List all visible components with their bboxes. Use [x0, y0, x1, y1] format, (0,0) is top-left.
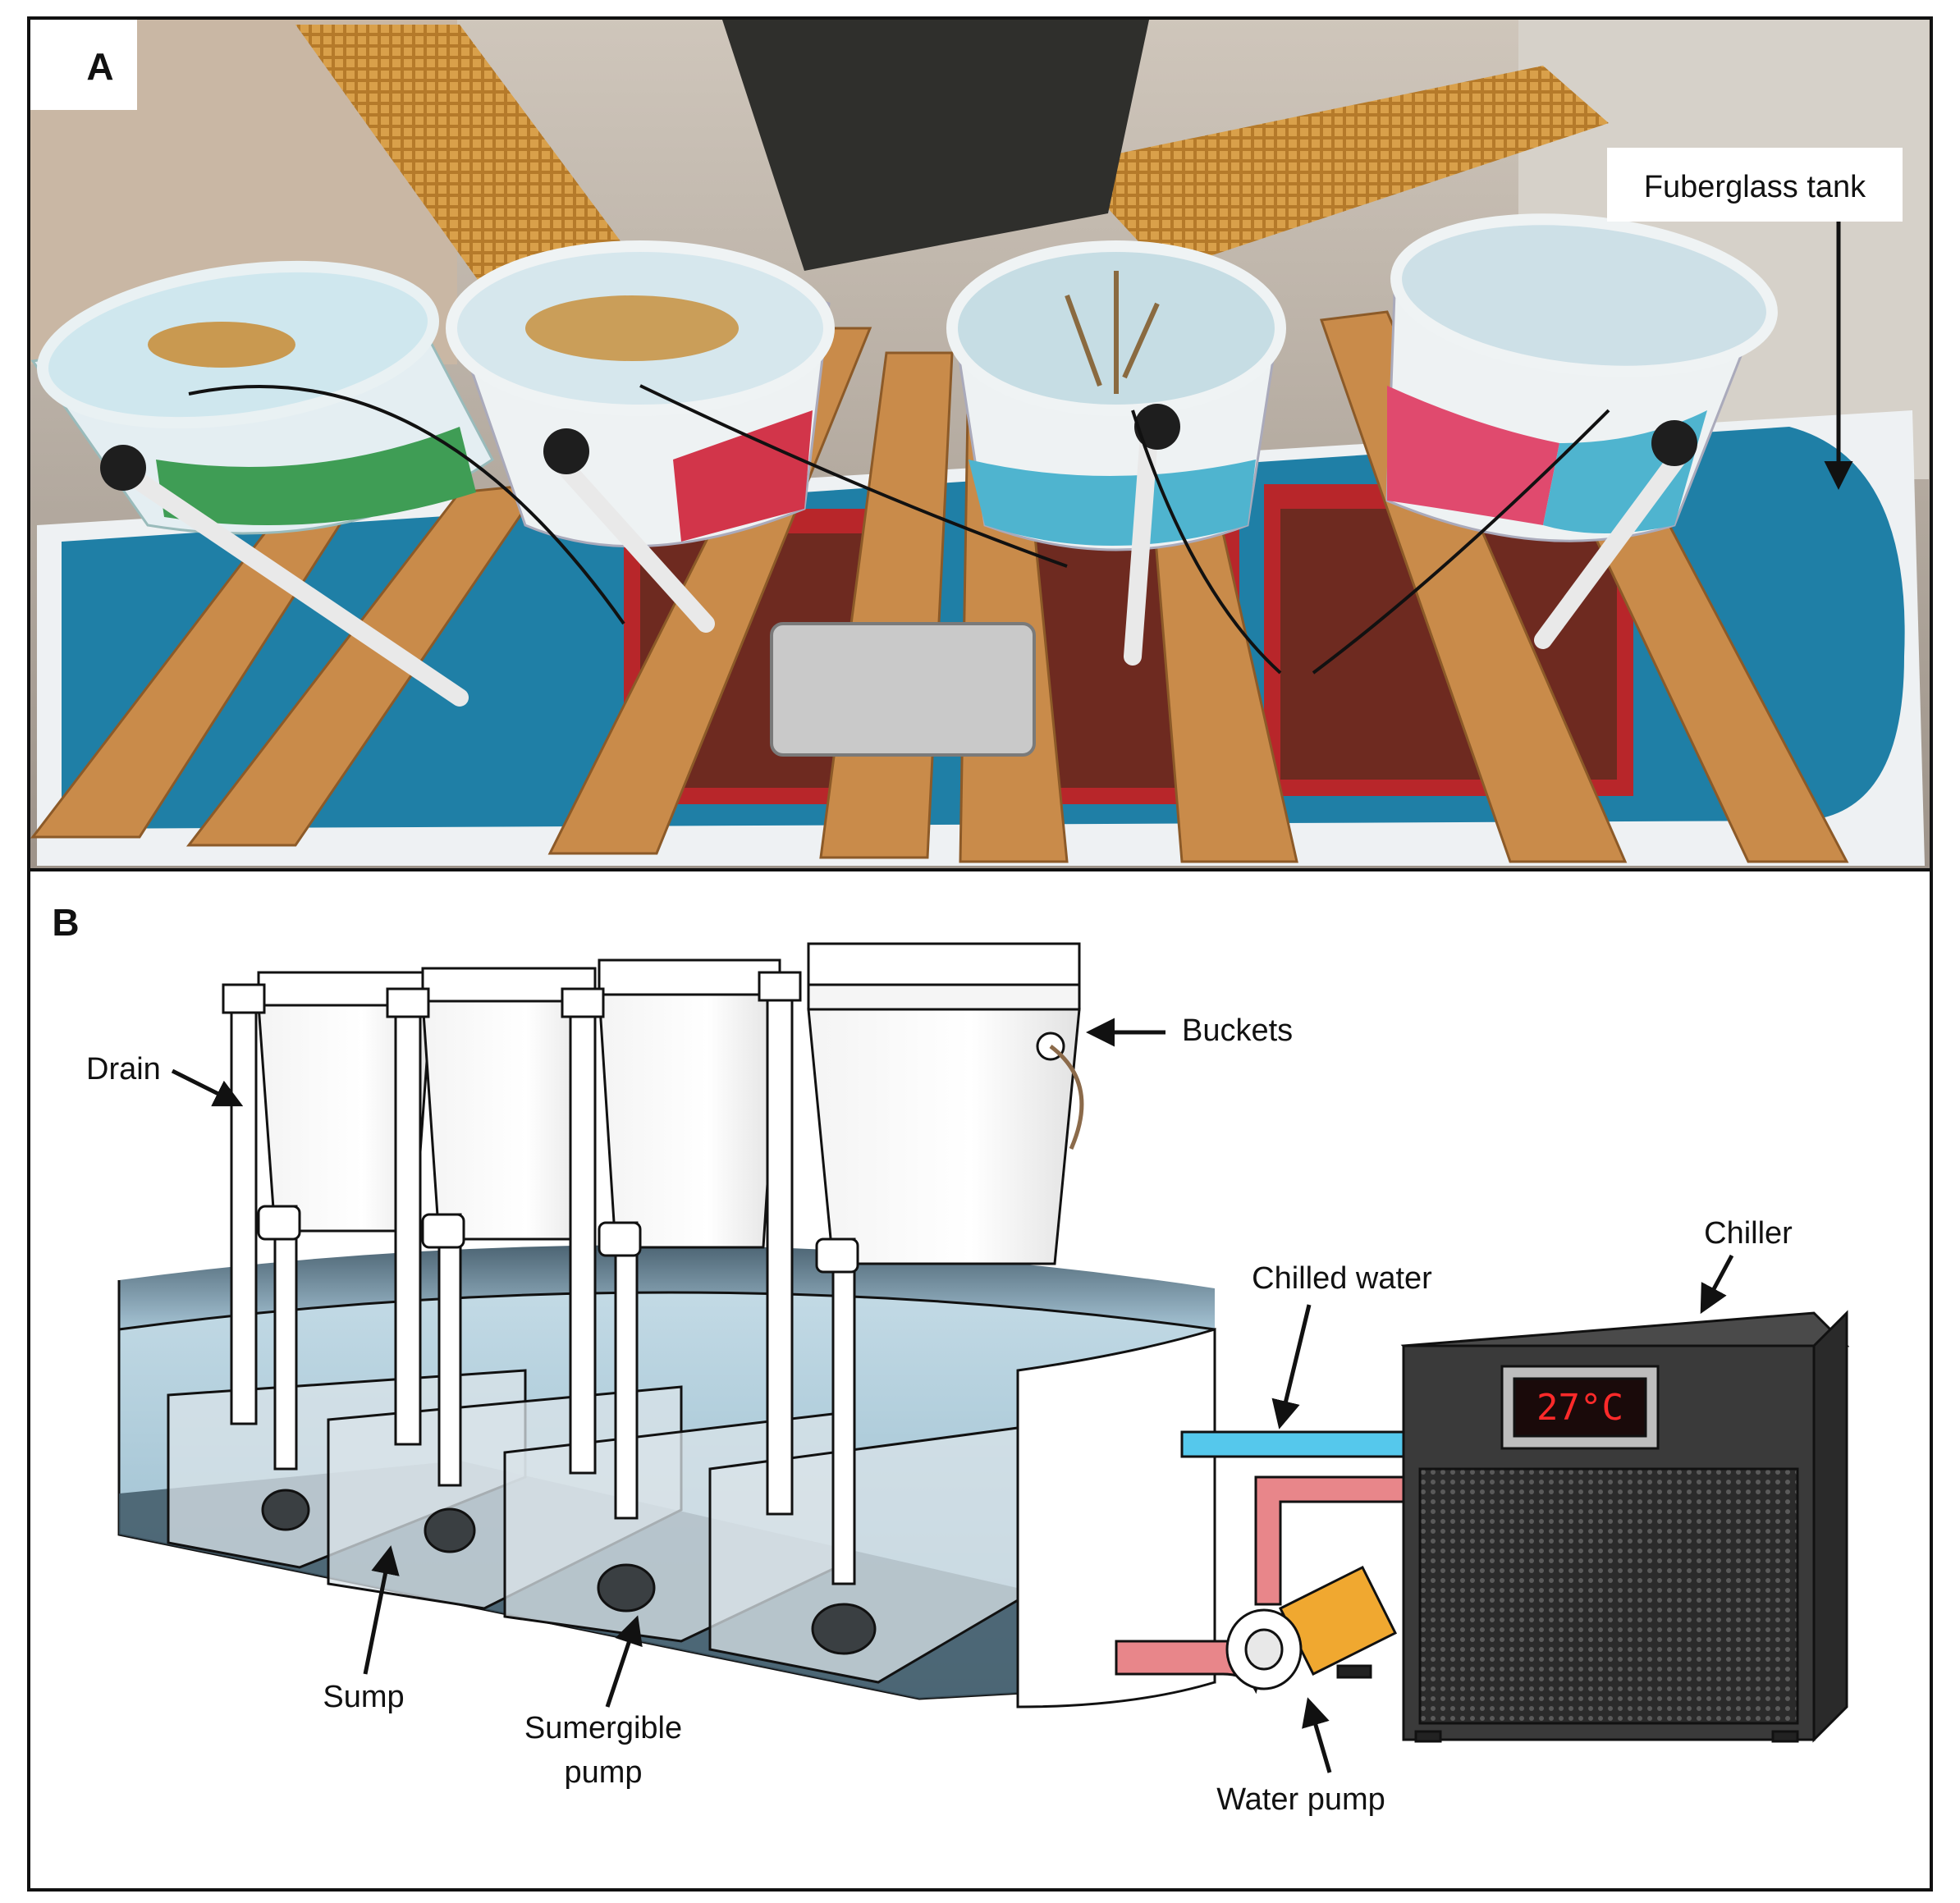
chilled-water-label: Chilled water [1252, 1261, 1432, 1296]
chiller-display-text: 27°C [1536, 1387, 1623, 1429]
walkway-grate-left [295, 25, 673, 312]
fiberglass-tank-label: Fuberglass tank [1644, 170, 1866, 204]
photo-fitting [100, 445, 146, 491]
sump-arrow [363, 1545, 400, 1675]
water-pump-arrow [1302, 1697, 1332, 1773]
drain-pipe [230, 995, 258, 1425]
panel-b-letter: B [52, 901, 79, 944]
photo-drain-pipe [549, 451, 715, 633]
photo-drain-pipes [122, 426, 1692, 707]
photo-bucket [446, 240, 835, 548]
chiller-grille [1418, 1467, 1799, 1725]
drain-pipe [766, 987, 794, 1516]
drain-label: Drain [86, 1052, 161, 1086]
chiller-label: Chiller [1704, 1216, 1793, 1251]
submergible-pumps [261, 1489, 877, 1655]
submergible-pump [261, 1489, 310, 1531]
bucket [598, 958, 781, 1249]
chiller-side [1812, 1310, 1848, 1743]
panel-a-letter-box [30, 20, 137, 110]
sump-tank-end [1016, 1327, 1216, 1709]
photo-bucket [30, 260, 494, 535]
inflow-pipe [437, 1213, 462, 1487]
photo-fittings [100, 404, 1697, 491]
inflow-pipe [831, 1237, 856, 1585]
chilled-water-arrow [1271, 1304, 1312, 1430]
chiller [1400, 1310, 1850, 1743]
submergible-pump [597, 1563, 656, 1613]
photo-fitting [543, 428, 589, 474]
photo-drain-pipe [1124, 426, 1158, 666]
submergible-pump [811, 1603, 877, 1655]
photo-bucket [946, 240, 1286, 551]
submergible-pump [424, 1507, 476, 1553]
drain-pipes [222, 971, 802, 1516]
panel-b-diagram: B [27, 868, 1933, 1892]
shade-cloth [722, 20, 1149, 271]
buckets-label: Buckets [1182, 1013, 1293, 1048]
photo-drain-pipe [122, 467, 469, 707]
inflow-pipes [257, 1205, 859, 1585]
panel-a-photo: A Fuberglass tank [27, 16, 1933, 871]
drain-pipe [569, 1000, 597, 1475]
water-pump-label: Water pump [1216, 1782, 1385, 1817]
chiller-arrow [1700, 1254, 1734, 1315]
drain-arrow [171, 1068, 244, 1107]
photo-fitting [1651, 420, 1697, 466]
chiller-display [1513, 1377, 1647, 1438]
photo-fitting [1134, 404, 1180, 450]
aluminium-tray [770, 622, 1036, 757]
wooden-planks [30, 310, 1849, 863]
chilled-water-pipe [1180, 1430, 1405, 1458]
inflow-pipe [273, 1205, 298, 1471]
photo-drain-pipe [1534, 442, 1692, 649]
photo-cable [188, 384, 1610, 675]
submergible-pump-label-line2: pump [564, 1755, 642, 1790]
walkway-grate-right [1067, 66, 1609, 271]
panel-a-letter: A [86, 45, 113, 88]
drain-pipe [394, 1000, 422, 1446]
fiberglass-tank-label-box [1607, 148, 1903, 222]
submergible-pump-label-line1: Sumergible [524, 1711, 682, 1745]
diagram-buckets [257, 942, 1084, 1265]
bucket [421, 967, 597, 1241]
sump-label: Sump [323, 1680, 404, 1714]
inflow-pipe [614, 1221, 639, 1520]
water-pump [1225, 1565, 1398, 1690]
bucket [807, 942, 1084, 1265]
submergible-pump-arrow [605, 1615, 643, 1708]
